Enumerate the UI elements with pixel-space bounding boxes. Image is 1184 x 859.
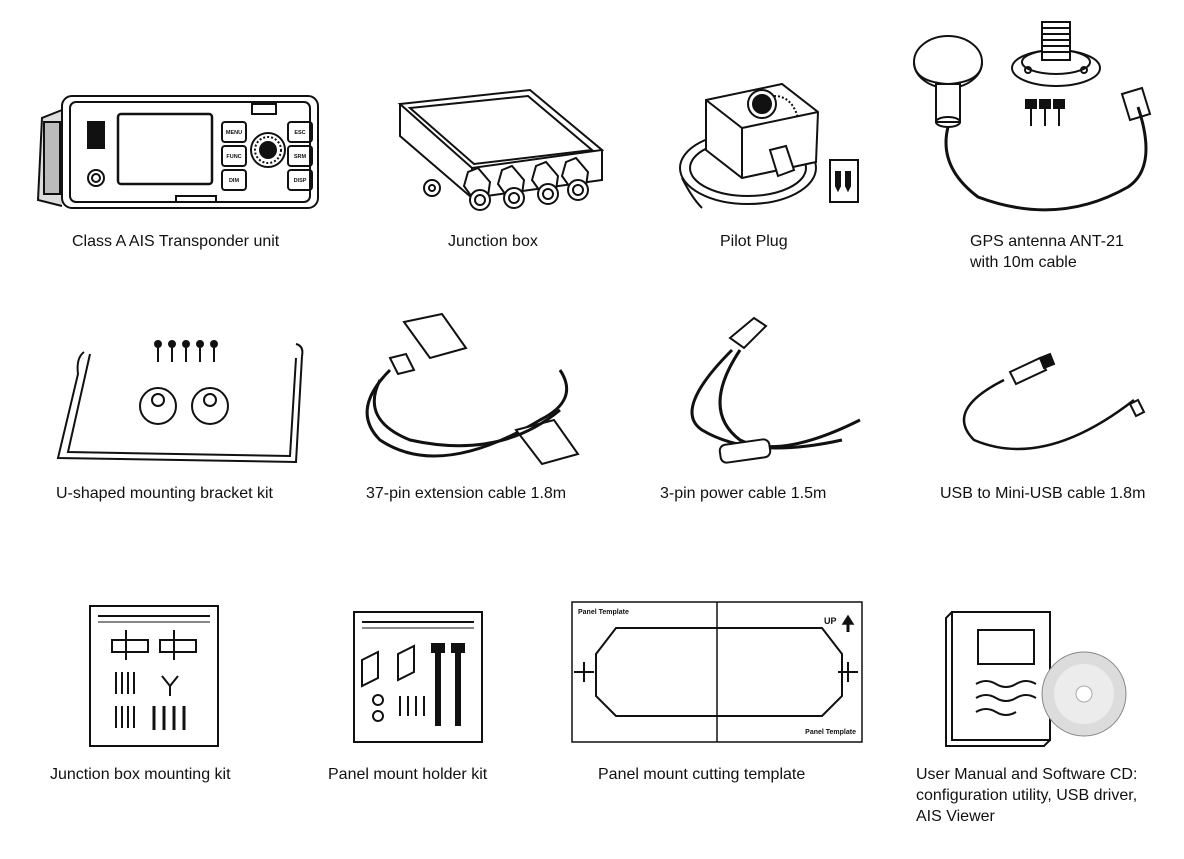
pilot-plug-caption: Pilot Plug [720, 233, 788, 250]
template-label-bottom: Panel Template [805, 729, 856, 736]
panel-holder-kit-caption: Panel mount holder kit [328, 766, 488, 783]
usb-cable-illustration [962, 352, 1146, 451]
manual-cd-illustration [945, 611, 1127, 747]
ais-transponder-item: MENU FUNC DIM ESC SRM DISP Class A AIS T… [0, 0, 340, 260]
func-button-label: FUNC [226, 154, 241, 160]
u-bracket-illustration [56, 340, 304, 464]
jb-mount-kit-caption: Junction box mounting kit [50, 766, 231, 783]
power-cable-item: 3-pin power cable 1.5m [650, 300, 880, 520]
gps-antenna-item: GPS antenna ANT-21 with 10m cable [900, 0, 1184, 280]
ais-transponder-caption: Class A AIS Transponder unit [72, 233, 280, 250]
jb-mount-kit-illustration [89, 605, 219, 747]
ext-cable-item: 37-pin extension cable 1.8m [350, 300, 610, 520]
srm-button-label: SRM [294, 154, 307, 160]
gps-antenna-caption: GPS antenna ANT-21 with 10m cable [970, 233, 1124, 271]
usb-cable-caption: USB to Mini-USB cable 1.8m [940, 485, 1146, 502]
panel-holder-kit-item: Panel mount holder kit [320, 600, 540, 800]
pilot-plug-item: Pilot Plug [670, 0, 880, 260]
ext-cable-caption: 37-pin extension cable 1.8m [366, 485, 567, 502]
gps-antenna-illustration [913, 21, 1152, 212]
cutting-template-illustration: Panel Template Panel Template UP [571, 601, 863, 743]
power-cable-illustration [690, 316, 861, 464]
power-cable-caption: 3-pin power cable 1.5m [660, 485, 827, 502]
junction-box-caption: Junction box [448, 233, 538, 250]
u-bracket-caption: U-shaped mounting bracket kit [56, 485, 273, 502]
pilot-plug-illustration [679, 82, 859, 209]
u-bracket-item: U-shaped mounting bracket kit [40, 330, 330, 520]
cutting-template-caption: Panel mount cutting template [598, 766, 806, 783]
usb-cable-item: USB to Mini-USB cable 1.8m [920, 300, 1184, 520]
panel-holder-kit-illustration [353, 611, 483, 743]
template-label-top: Panel Template [578, 609, 629, 616]
cutting-template-item: Panel Template Panel Template UP Panel m… [560, 600, 880, 800]
disp-button-label: DISP [294, 178, 307, 184]
ext-cable-illustration [365, 312, 580, 466]
jb-mount-kit-item: Junction box mounting kit [40, 600, 300, 800]
esc-button-label: ESC [294, 130, 305, 136]
template-up-label: UP [824, 616, 837, 626]
dim-button-label: DIM [229, 178, 240, 184]
junction-box-item: Junction box [380, 0, 620, 260]
ais-transponder-illustration: MENU FUNC DIM ESC SRM DISP [36, 95, 319, 209]
manual-cd-item: User Manual and Software CD: configurati… [900, 600, 1184, 840]
menu-button-label: MENU [226, 130, 242, 136]
manual-cd-caption: User Manual and Software CD: configurati… [916, 766, 1138, 825]
junction-box-illustration [397, 88, 605, 211]
